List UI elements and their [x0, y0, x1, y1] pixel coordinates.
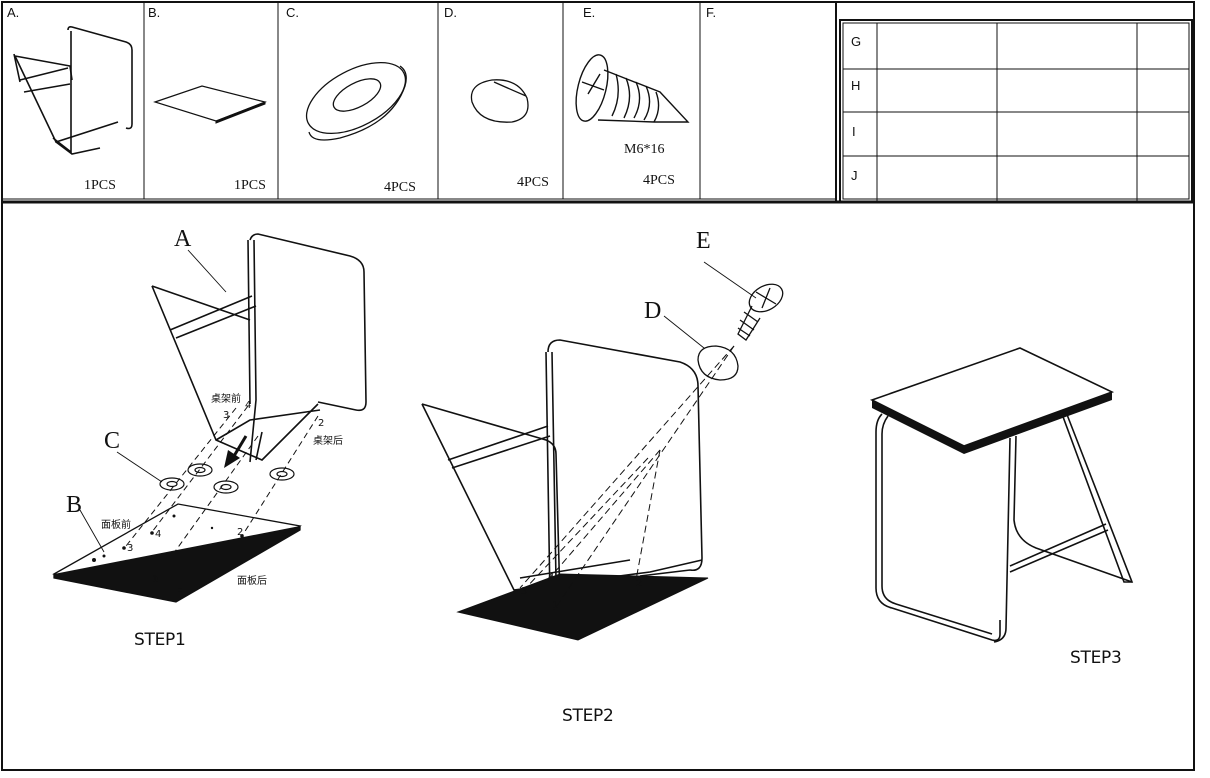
- hole-number: 3: [127, 543, 134, 554]
- spare-parts-table: [839, 19, 1193, 203]
- table-row-label: G: [851, 34, 862, 49]
- hole-number: 2: [318, 418, 325, 429]
- step1-washers: [159, 463, 295, 494]
- step3-tabletop: [869, 347, 1115, 454]
- part-e-letter: E.: [583, 5, 596, 20]
- callout-e: E: [696, 228, 711, 254]
- hole-number: 1: [152, 574, 159, 585]
- part-e-spec: M6*16: [624, 142, 665, 157]
- part-e-screw-drawing: [575, 54, 690, 123]
- part-e-quantity: 4PCS: [643, 173, 675, 188]
- table-row-label: I: [852, 124, 856, 139]
- step1-panel: [52, 503, 302, 603]
- part-a-letter: A.: [7, 5, 20, 20]
- part-b-panel-drawing: [153, 85, 267, 124]
- part-f-letter: F.: [706, 5, 717, 20]
- part-a-frame-drawing: [13, 26, 133, 155]
- step1-arrow: [224, 435, 248, 468]
- hole-number: 3: [521, 586, 528, 597]
- step2-dashed-lines: [519, 345, 735, 611]
- part-d-cap-drawing: [470, 79, 529, 123]
- panel-front-note: 面板前: [101, 520, 131, 531]
- step2-leader-lines: [663, 261, 757, 349]
- step1-leader-lines: [79, 249, 227, 553]
- step3-label: STEP3: [1070, 648, 1122, 668]
- step2-label: STEP2: [562, 706, 614, 726]
- hole-number: 2: [237, 527, 244, 538]
- hole-number: 4: [245, 400, 252, 411]
- part-a-quantity: 1PCS: [84, 178, 116, 193]
- callout-b: B: [66, 492, 83, 518]
- step1-drawing: [151, 233, 367, 463]
- step1-label: STEP1: [134, 630, 186, 650]
- frame-front-note: 桌架前: [211, 394, 241, 405]
- callout-c: C: [104, 428, 121, 454]
- frame-back-note: 桌架后: [313, 436, 343, 447]
- table-row-label: J: [851, 168, 858, 183]
- part-b-quantity: 1PCS: [234, 178, 266, 193]
- step2-screw: [737, 283, 784, 341]
- hole-number: 2: [636, 578, 643, 589]
- callout-d: D: [644, 298, 662, 324]
- part-c-quantity: 4PCS: [384, 180, 416, 195]
- step2-cap: [697, 345, 739, 381]
- hole-number: 4: [548, 572, 555, 583]
- hole-number: 4: [155, 529, 162, 540]
- panel-back-note: 面板后: [237, 576, 267, 587]
- part-c-washer-drawing: [305, 61, 407, 141]
- part-b-letter: B.: [148, 5, 161, 20]
- step3-frame: [875, 411, 1134, 643]
- hole-number: 3: [223, 410, 230, 421]
- hole-number: 1: [552, 600, 559, 611]
- callout-a: A: [174, 226, 192, 252]
- part-d-quantity: 4PCS: [517, 175, 549, 190]
- part-d-letter: D.: [444, 5, 457, 20]
- part-c-letter: C.: [286, 5, 299, 20]
- table-row-label: H: [851, 78, 861, 93]
- step2-base-panel: [456, 573, 709, 641]
